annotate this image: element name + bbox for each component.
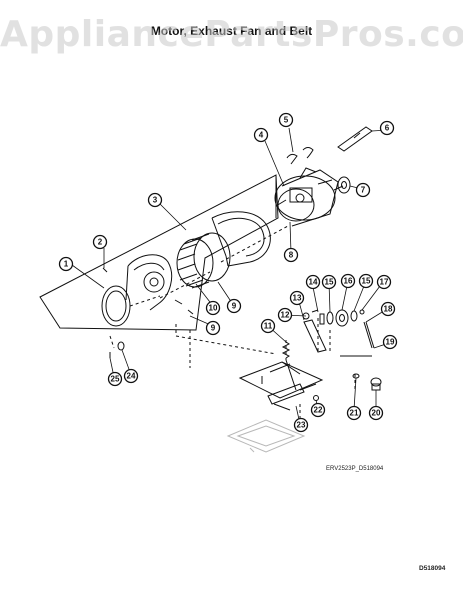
callout-20: 20 (368, 405, 384, 421)
svg-text:19: 19 (386, 338, 395, 347)
blower-wheel (176, 232, 231, 289)
callout-15b: 15 (358, 273, 374, 289)
blower-housing-shroud (211, 211, 271, 267)
svg-text:17: 17 (380, 278, 389, 287)
callout-19: 19 (382, 334, 398, 350)
callout-8: 8 (283, 247, 299, 263)
callout-12: 12 (277, 307, 293, 323)
idler-assembly (302, 309, 375, 357)
callout-17: 17 (376, 274, 392, 290)
callout-21: 21 (346, 405, 362, 421)
fastener-hardware (109, 341, 382, 401)
callout-14: 14 (305, 274, 321, 290)
svg-text:5: 5 (284, 116, 289, 125)
svg-text:25: 25 (111, 375, 120, 384)
svg-text:23: 23 (297, 421, 306, 430)
callout-22: 22 (310, 402, 326, 418)
svg-text:24: 24 (127, 372, 136, 381)
callout-11: 11 (260, 318, 276, 334)
callout-5: 5 (278, 112, 294, 128)
callout-1: 1 (58, 256, 74, 272)
front-scroll-cover (125, 254, 173, 311)
callout-9: 9 (226, 298, 242, 314)
svg-text:22: 22 (314, 406, 323, 415)
callout-25: 25 (107, 371, 123, 387)
svg-text:1: 1 (64, 260, 69, 269)
callout-3: 3 (147, 192, 163, 208)
svg-text:14: 14 (309, 278, 318, 287)
callout-7: 7 (355, 182, 371, 198)
idler-base-bracket (238, 359, 324, 411)
svg-text:21: 21 (350, 409, 359, 418)
drawing-reference-code: ERV2523P_D518094 (326, 466, 384, 472)
cabinet-base-outline (226, 419, 306, 453)
callout-23: 23 (293, 417, 309, 433)
svg-text:8: 8 (289, 251, 294, 260)
svg-text:15: 15 (325, 278, 334, 287)
svg-text:7: 7 (361, 186, 366, 195)
svg-text:13: 13 (293, 294, 302, 303)
diagram-title: Motor, Exhaust Fan and Belt (150, 24, 313, 38)
svg-text:6: 6 (385, 124, 390, 133)
drive-belt (337, 126, 373, 152)
callout-18: 18 (380, 301, 396, 317)
svg-text:18: 18 (384, 305, 393, 314)
drive-motor (274, 167, 344, 227)
callout-9b: 9 (205, 320, 221, 336)
svg-text:10: 10 (209, 304, 218, 313)
callout-13: 13 (289, 290, 305, 306)
svg-text:16: 16 (344, 277, 353, 286)
svg-text:9: 9 (211, 324, 216, 333)
callout-4: 4 (253, 127, 269, 143)
watermark: AppliancePartsPros.com (0, 14, 463, 55)
callout-24: 24 (123, 368, 139, 384)
callout-15: 15 (321, 274, 337, 290)
callout-2: 2 (92, 234, 108, 250)
svg-text:2: 2 (98, 238, 103, 247)
svg-text:12: 12 (281, 311, 290, 320)
svg-text:9: 9 (232, 302, 237, 311)
callout-16: 16 (340, 273, 356, 289)
idler-spring (281, 341, 291, 359)
callout-10: 10 (205, 300, 221, 316)
page-reference-code: D518094 (419, 565, 446, 572)
ring-gasket (101, 285, 131, 327)
svg-text:15: 15 (362, 277, 371, 286)
svg-text:3: 3 (153, 196, 158, 205)
callout-6: 6 (379, 120, 395, 136)
svg-text:20: 20 (372, 409, 381, 418)
motor-pulley (337, 176, 351, 194)
svg-text:4: 4 (259, 131, 264, 140)
svg-text:11: 11 (264, 322, 273, 331)
motor-clips (286, 147, 314, 165)
